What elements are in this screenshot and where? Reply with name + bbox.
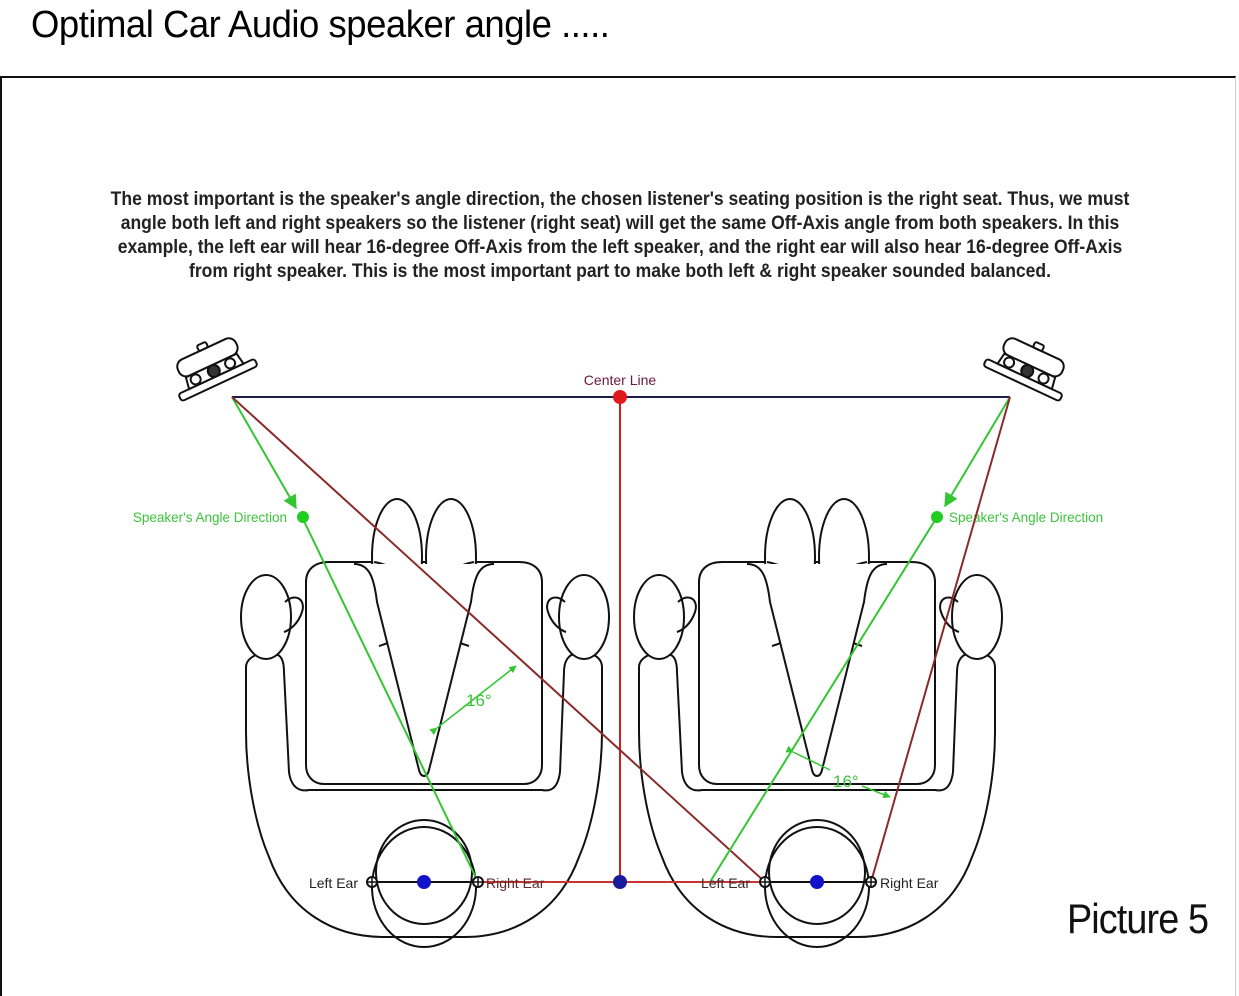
left-speaker-off-axis-line [231, 396, 766, 883]
left-angle-label: 16° [466, 691, 492, 710]
center-point [613, 875, 627, 889]
right-speaker-off-axis-line [870, 396, 1011, 883]
right-angle-arrow [944, 396, 1011, 508]
description-line: example, the left ear will hear 16-degre… [117, 236, 1123, 258]
left-angle-direction-line [301, 516, 479, 883]
right-speaker-icon [982, 324, 1079, 403]
left-angle-dimension [429, 665, 517, 736]
center-line-marker [613, 390, 627, 404]
right-angle-label: 16° [833, 772, 859, 791]
left-angle-arrow [231, 396, 297, 510]
right-angle-direction-label: Speaker's Angle Direction [949, 510, 1103, 525]
right-angle-dimension [785, 745, 831, 771]
right-angle-direction-line [709, 516, 938, 883]
left-seat-head-center [417, 875, 431, 889]
right-seat-left-ear-label: Left Ear [701, 875, 750, 891]
description-line: from right speaker. This is the most imp… [188, 260, 1052, 282]
left-speaker-icon [162, 324, 259, 403]
picture-caption: Picture 5 [1067, 895, 1209, 942]
right-seat-head-center [810, 875, 824, 889]
left-angle-direction-marker [297, 511, 309, 523]
description-line: angle both left and right speakers so th… [120, 212, 1120, 234]
description-text: The most important is the speaker's angl… [80, 187, 1160, 283]
right-seat-right-ear-label: Right Ear [880, 875, 939, 891]
left-seat-left-ear-label: Left Ear [309, 875, 358, 891]
page-title: Optimal Car Audio speaker angle ..... [31, 4, 610, 46]
left-seat-right-ear-label: Right Ear [486, 875, 545, 891]
center-line-label: Center Line [584, 372, 657, 388]
description-line: The most important is the speaker's angl… [110, 188, 1130, 210]
right-angle-direction-marker [931, 511, 943, 523]
diagram-frame [0, 76, 1236, 996]
left-angle-direction-label: Speaker's Angle Direction [133, 510, 287, 525]
